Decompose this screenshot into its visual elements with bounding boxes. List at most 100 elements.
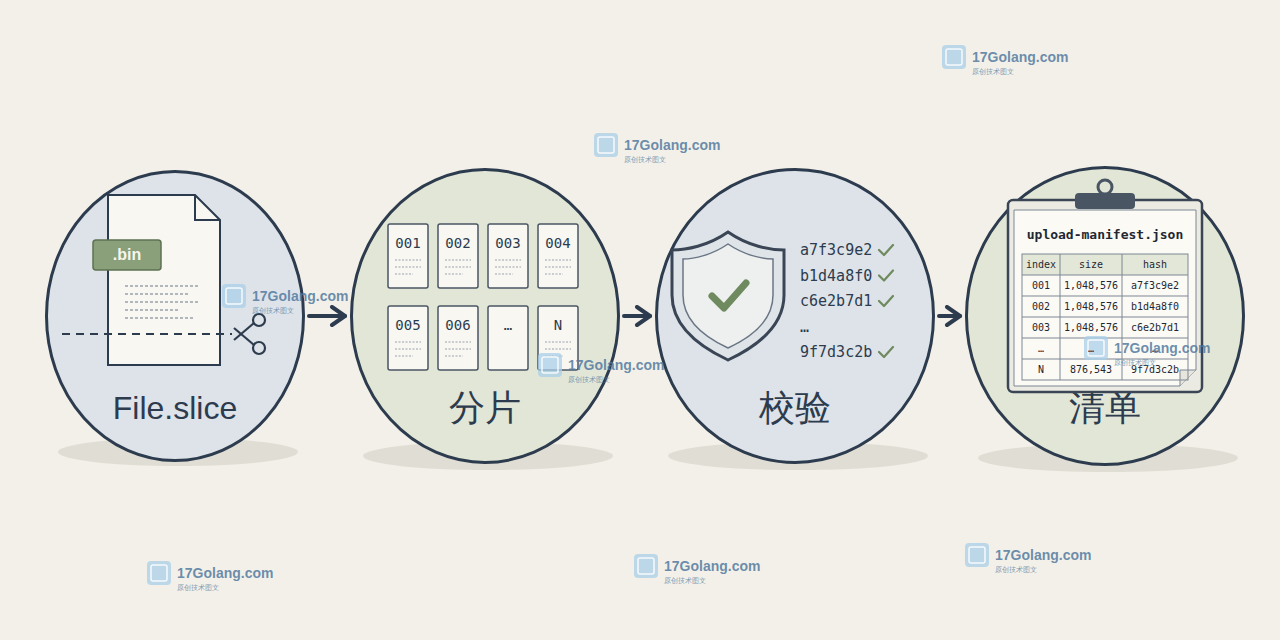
table-header-fill <box>1022 254 1188 275</box>
file-page <box>108 195 220 365</box>
watermark-icon-mark <box>226 288 242 304</box>
chunk-line <box>395 273 413 274</box>
chunk-line <box>445 273 463 274</box>
table-grid <box>1022 254 1188 380</box>
hash-checks <box>879 245 893 357</box>
scissor-handle <box>253 342 265 354</box>
chunk-line <box>395 259 421 260</box>
chunk-line <box>395 266 421 267</box>
chunk-line <box>545 348 571 349</box>
file-fold <box>195 195 220 220</box>
cut-line <box>62 333 232 335</box>
chunk-card <box>438 306 478 370</box>
paper-fold <box>1180 370 1196 386</box>
watermark-icon <box>942 45 966 69</box>
scissor-blade <box>234 328 254 345</box>
table-rule <box>1022 296 1188 297</box>
node-title: 清单 <box>965 384 1245 433</box>
table-border <box>1022 254 1188 380</box>
watermark: 17Golang.com <box>972 50 1068 64</box>
file-lines <box>125 286 200 318</box>
check-mark <box>879 296 893 306</box>
chunk-card <box>538 224 578 288</box>
watermark: 17Golang.com <box>995 548 1091 562</box>
chunk-line <box>395 355 413 356</box>
watermark-icons <box>147 45 1108 585</box>
chunk-card <box>388 306 428 370</box>
table-rule <box>1022 317 1188 318</box>
watermark-icon-mark <box>1088 340 1104 356</box>
watermark-icon-mark <box>638 558 654 574</box>
watermark: 17Golang.com <box>664 559 760 573</box>
chunk-card <box>488 306 528 370</box>
file-line <box>125 293 190 295</box>
shield-outline <box>672 232 784 360</box>
watermark-icon <box>594 133 618 157</box>
check-mark <box>879 245 893 255</box>
chunk-line <box>545 259 571 260</box>
chunk-line <box>445 259 471 260</box>
clipboard-clip <box>1075 193 1135 209</box>
check-mark <box>879 347 893 357</box>
chunk-line <box>445 341 471 342</box>
chunk-line <box>395 341 421 342</box>
watermark-subtitle: 原创技术图文 <box>995 566 1037 573</box>
chunk-line <box>545 341 571 342</box>
file-line <box>125 285 200 287</box>
watermark-subtitle: 原创技术图文 <box>177 584 219 591</box>
scissors <box>234 314 265 354</box>
chunk-line <box>445 266 471 267</box>
node-title: 分片 <box>350 384 620 433</box>
chunk-line <box>395 348 421 349</box>
watermark: 17Golang.com <box>624 138 720 152</box>
table-rule <box>1060 254 1061 380</box>
shield-icon <box>672 232 784 360</box>
scissor-blade <box>234 323 254 340</box>
watermark-icon-mark <box>598 137 614 153</box>
chunk-cards <box>388 224 578 370</box>
watermark-icon <box>222 284 246 308</box>
file-line <box>125 317 195 319</box>
chunk-line <box>545 355 563 356</box>
chunk-line <box>495 266 521 267</box>
watermark-subtitle: 原创技术图文 <box>624 156 666 163</box>
table-rule <box>1022 359 1188 360</box>
clipboard-board <box>1008 200 1202 392</box>
scissor-handle <box>253 314 265 326</box>
chunk-line <box>445 355 463 356</box>
node-title: 校验 <box>655 384 935 433</box>
chunk-card <box>438 224 478 288</box>
flow-arrow <box>939 314 960 318</box>
flow-arrow <box>309 314 345 318</box>
watermark-icon-mark <box>542 357 558 373</box>
watermark-icon-mark <box>151 565 167 581</box>
watermark-icon <box>538 353 562 377</box>
watermark-icon-mark <box>969 547 985 563</box>
file-icon <box>62 195 265 365</box>
clipboard <box>1008 180 1202 392</box>
file-line <box>125 301 200 303</box>
watermark-subtitle: 原创技术图文 <box>664 577 706 584</box>
watermark-icon <box>634 554 658 578</box>
watermark-icon-mark <box>946 49 962 65</box>
process-circle: File.slice <box>45 170 305 462</box>
clipboard-ring <box>1098 180 1112 194</box>
file-tag <box>93 240 161 270</box>
process-circle: 分片 <box>350 168 620 464</box>
node-title: File.slice <box>45 390 305 427</box>
shield-inner <box>683 244 773 348</box>
watermark-icon <box>1084 336 1108 360</box>
chunk-line <box>445 348 471 349</box>
clipboard-paper <box>1014 210 1196 386</box>
watermark-icon <box>147 561 171 585</box>
watermark: 17Golang.com <box>177 566 273 580</box>
chunk-card <box>488 224 528 288</box>
check-mark <box>879 271 893 281</box>
flow-arrow <box>624 314 650 318</box>
chunk-line <box>495 273 513 274</box>
chunk-line <box>545 273 563 274</box>
chunk-card <box>388 224 428 288</box>
process-circle: 清单 <box>965 166 1245 466</box>
watermark-subtitle: 原创技术图文 <box>972 68 1014 75</box>
